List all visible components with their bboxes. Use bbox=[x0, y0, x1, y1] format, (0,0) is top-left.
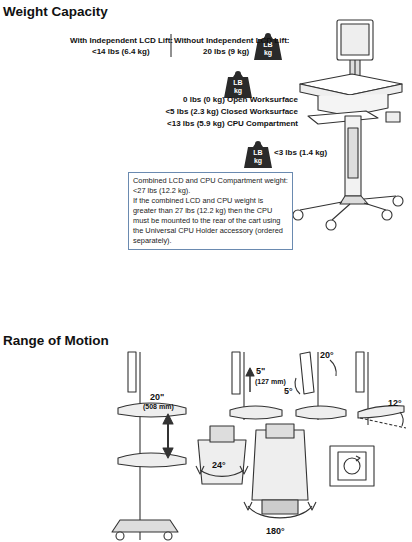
label: Without Independent LCD Lift: bbox=[174, 36, 289, 45]
label: <5 lbs (2.3 kg) Closed Worksurface bbox=[165, 107, 298, 116]
weight-unit: LB kg bbox=[250, 149, 266, 165]
label: 24° bbox=[212, 460, 226, 470]
label: <3 lbs (1.4 kg) bbox=[274, 148, 327, 157]
label: (508 mm) bbox=[143, 403, 174, 410]
label: <13 lbs (5.9 kg) CPU Compartment bbox=[167, 119, 298, 128]
weight-shape bbox=[244, 141, 272, 168]
weight-icon: LB kg bbox=[244, 140, 272, 168]
heading: Range of Motion bbox=[3, 333, 109, 348]
label: With Independent LCD Lift: bbox=[70, 36, 173, 45]
label: (127 mm) bbox=[255, 378, 286, 385]
range-of-motion-drawing bbox=[112, 352, 406, 540]
label: 5° bbox=[284, 386, 293, 396]
label: 5" bbox=[256, 366, 265, 376]
weight-icon: LB kg bbox=[224, 70, 252, 98]
weight-unit: LB kg bbox=[230, 79, 246, 95]
label: 20 lbs (9 kg) bbox=[203, 47, 249, 56]
weight-shape bbox=[224, 71, 252, 98]
label: <14 lbs (6.4 kg) bbox=[92, 47, 150, 56]
label: 0 lbs (0 kg) Open Worksurface bbox=[183, 95, 298, 104]
label: 20° bbox=[320, 350, 334, 360]
label: 20" bbox=[150, 392, 164, 402]
note-text: If the combined LCD and CPU weight is gr… bbox=[133, 196, 288, 246]
cart-drawing bbox=[293, 20, 403, 230]
note-box: Combined LCD and CPU Compartment weight:… bbox=[128, 172, 293, 250]
label: 180° bbox=[266, 526, 285, 536]
note-text: Combined LCD and CPU Compartment weight:… bbox=[133, 176, 288, 196]
label: 12° bbox=[388, 398, 402, 408]
heading: Weight Capacity bbox=[3, 4, 108, 19]
